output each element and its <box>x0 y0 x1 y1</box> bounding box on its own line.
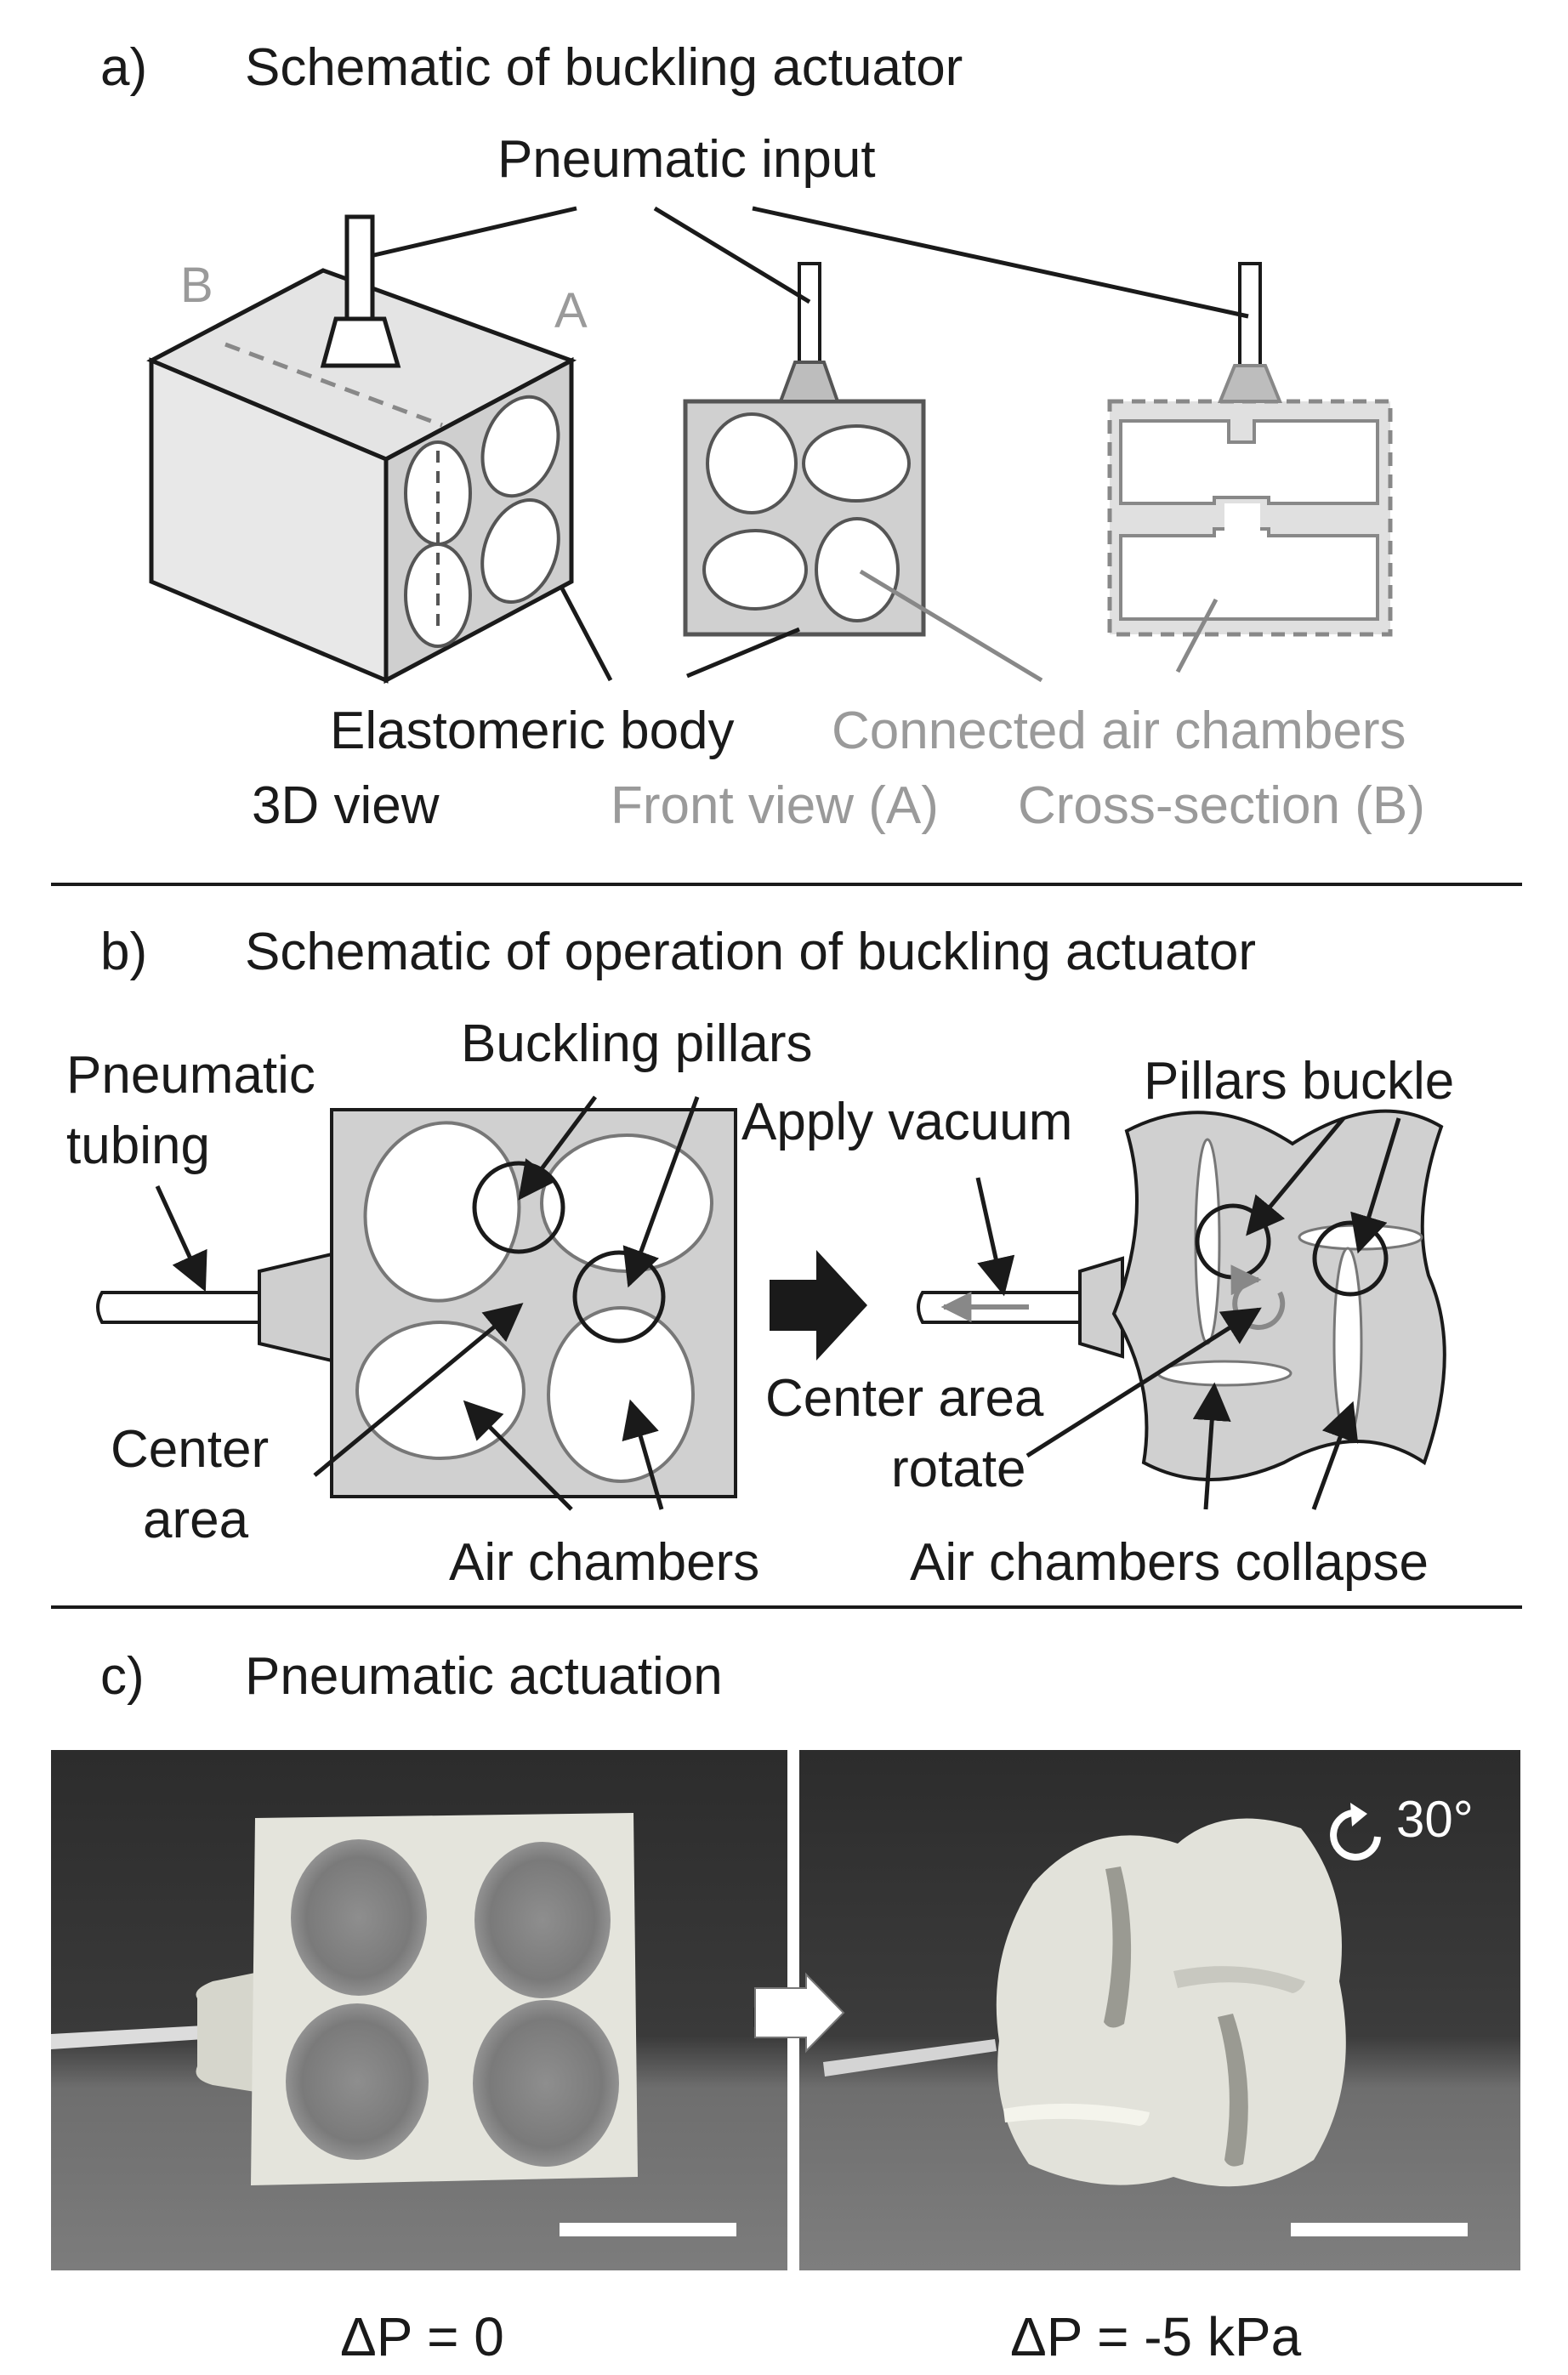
caption-cross-section: Cross-section (B) <box>1018 776 1425 835</box>
photo-left-chamber <box>291 1839 427 1996</box>
pillar-highlight <box>572 1250 666 1344</box>
front-inlet-tube <box>798 262 821 364</box>
label-air-chambers-collapse: Air chambers collapse <box>910 1533 1429 1592</box>
label-center-area-line1: Center <box>111 1420 269 1479</box>
panel-c-title: Pneumatic actuation <box>245 1647 723 1706</box>
panel-a: a) Schematic of buckling actuator Pneuma… <box>100 38 1425 835</box>
cube-chamber <box>480 395 560 498</box>
rotation-icon-head <box>1350 1803 1367 1827</box>
front-view <box>683 262 926 637</box>
scale-bar-left <box>560 2223 736 2236</box>
label-center-area-rotate-line2: rotate <box>891 1440 1026 1498</box>
panel-b: b) Schematic of operation of buckling ac… <box>66 923 1454 1592</box>
panel-c: c) Pneumatic actuation <box>51 1647 1520 2367</box>
label-pneumatic-input: Pneumatic input <box>497 130 876 189</box>
label-a: A <box>554 283 588 338</box>
label-b: B <box>180 258 213 313</box>
pressure-label-right: ΔP = -5 kPa <box>1010 2306 1302 2367</box>
transition-arrow-icon <box>770 1250 867 1361</box>
panel-c-letter: c) <box>100 1647 145 1706</box>
photo-rest-state <box>51 1750 787 2270</box>
cross-section-view <box>1107 262 1393 637</box>
panel-a-leaders <box>373 206 1249 682</box>
panel-b-title: Schematic of operation of buckling actua… <box>245 923 1256 981</box>
connector-left <box>258 1252 333 1363</box>
tubing-left <box>96 1291 261 1324</box>
collapsed-chamber <box>1156 1360 1292 1387</box>
photo-left-chamber <box>473 2000 619 2167</box>
panel-a-gray-leaders <box>859 569 1219 683</box>
photo-right-actuator <box>996 1818 1346 2187</box>
rotation-icon <box>1330 1809 1381 1861</box>
inlet-connector <box>320 316 401 368</box>
panel-a-letter: a) <box>100 38 147 97</box>
photo-actuated-state: 30° <box>753 1750 1520 2270</box>
air-chamber <box>363 1121 521 1303</box>
label-air-chambers: Air chambers <box>449 1533 759 1592</box>
label-pneumatic-tubing-line2: tubing <box>66 1116 210 1175</box>
connector-right <box>1078 1256 1124 1359</box>
section-line-b <box>224 342 443 428</box>
cube-chamber <box>480 497 560 605</box>
panel-b-letter: b) <box>100 923 147 981</box>
photo-transition-arrow-icon <box>754 1972 845 2054</box>
photo-right-tubing <box>823 2039 997 2077</box>
photo-left-chamber <box>286 2003 429 2160</box>
photo-left-chamber <box>474 1842 611 1998</box>
label-buckling-pillars: Buckling pillars <box>461 1014 813 1073</box>
scale-bar-right <box>1291 2223 1468 2236</box>
caption-3d-view: 3D view <box>252 776 440 835</box>
panel-a-title: Schematic of buckling actuator <box>245 38 963 97</box>
photo-right-collapsed-chamber <box>1173 1966 1305 1993</box>
caption-front-view: Front view (A) <box>611 776 939 835</box>
cube-3d-view <box>146 214 577 685</box>
photo-right-collapsed-chamber <box>1218 2014 1248 2167</box>
label-pillars-buckle: Pillars buckle <box>1144 1052 1454 1111</box>
air-chamber <box>547 1306 695 1483</box>
pressure-label-left: ΔP = 0 <box>340 2306 504 2367</box>
cs-inlet-connector <box>1218 364 1282 403</box>
buckled-pillar-highlight <box>1312 1220 1389 1297</box>
inlet-tube <box>344 214 375 321</box>
panel-b-leaders <box>155 1095 1401 1511</box>
lower-chamber <box>1119 527 1379 621</box>
label-connected-air-chambers: Connected air chambers <box>832 702 1406 760</box>
chamber-connection <box>1224 503 1260 536</box>
label-center-area-rotate-line1: Center area <box>765 1369 1044 1428</box>
label-pneumatic-tubing-line1: Pneumatic <box>66 1046 315 1105</box>
photo-right-collapsed-chamber <box>1104 1866 1132 2028</box>
upper-chamber <box>1119 419 1379 505</box>
front-chamber <box>815 517 900 622</box>
front-chamber <box>706 412 798 514</box>
front-chamber <box>702 529 808 611</box>
rotation-angle-label: 30° <box>1396 1791 1474 1848</box>
label-apply-vacuum: Apply vacuum <box>741 1093 1072 1151</box>
front-chamber <box>802 424 911 503</box>
label-elastomeric-body: Elastomeric body <box>330 702 735 760</box>
photo-left-tubing <box>51 2026 204 2049</box>
photo-left-connector <box>196 1973 255 2092</box>
front-inlet-connector <box>778 361 840 403</box>
air-chamber <box>540 1134 713 1273</box>
photo-right-collapsed-chamber <box>1003 2103 1150 2126</box>
label-center-area-line2: area <box>143 1491 249 1549</box>
